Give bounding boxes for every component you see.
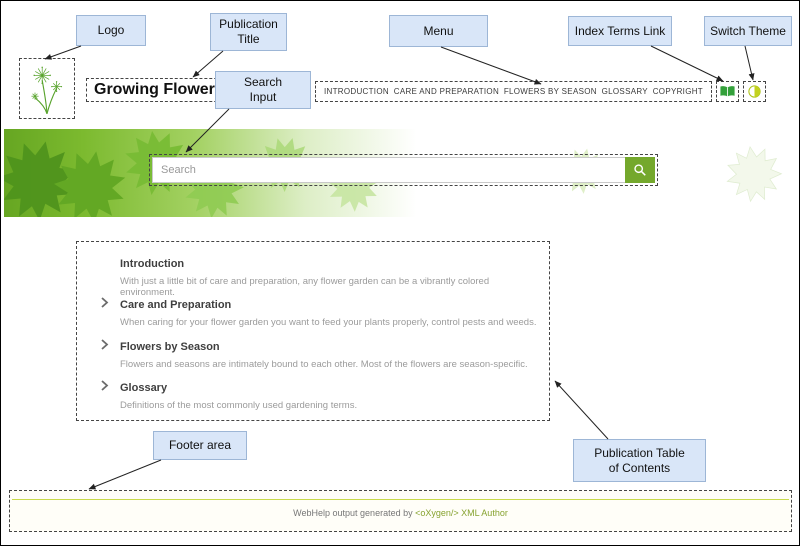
search-input[interactable]	[152, 157, 625, 183]
chevron-right-icon[interactable]	[100, 295, 112, 308]
annotation-switch-theme: Switch Theme	[704, 16, 792, 46]
annotation-logo: Logo	[76, 15, 146, 46]
annotation-menu: Menu	[389, 15, 488, 47]
chevron-right-icon[interactable]	[100, 337, 112, 350]
toc-link-introduction[interactable]: Introduction	[120, 258, 185, 270]
toc-desc: With just a little bit of care and prepa…	[120, 276, 490, 299]
menu-item-glossary[interactable]: GLOSSARY	[601, 87, 648, 96]
footer-generated-by: WebHelp output generated by	[293, 508, 416, 518]
publication-title: Growing Flowers	[86, 78, 232, 102]
theme-toggle-icon	[748, 85, 761, 98]
index-terms-link[interactable]	[716, 81, 739, 102]
annotation-publication-title: Publication Title	[210, 13, 287, 51]
search-button[interactable]	[625, 157, 655, 183]
toc-desc: Flowers and seasons are intimately bound…	[120, 359, 528, 370]
footer-text: WebHelp output generated by <oXygen/> XM…	[10, 508, 791, 518]
toc-link-glossary[interactable]: Glossary	[120, 382, 168, 394]
footer-divider	[12, 499, 789, 500]
toc-link-care-and-preparation[interactable]: Care and Preparation	[120, 299, 232, 311]
annotation-search-input: Search Input	[215, 71, 311, 109]
toc-item-glossary: Glossary Definitions of the most commonl…	[101, 378, 537, 411]
annotation-footer-area: Footer area	[153, 431, 247, 460]
chevron-right-icon[interactable]	[100, 378, 112, 391]
menu-item-flowers-by-season[interactable]: FLOWERS BY SEASON	[503, 87, 597, 96]
annotation-publication-toc: Publication Table of Contents	[573, 439, 706, 482]
toc-link-flowers-by-season[interactable]: Flowers by Season	[120, 341, 220, 353]
dandelion-logo-icon	[31, 66, 63, 114]
book-icon	[720, 86, 735, 97]
toc-desc: When caring for your flower garden you w…	[120, 317, 537, 328]
footer: WebHelp output generated by <oXygen/> XM…	[9, 490, 792, 532]
publication-toc: Introduction With just a little bit of c…	[76, 241, 550, 421]
toc-item-introduction: Introduction With just a little bit of c…	[120, 254, 537, 299]
annotation-index-terms-link: Index Terms Link	[568, 16, 672, 46]
toc-item-flowers-by-season: Flowers by Season Flowers and seasons ar…	[101, 337, 537, 370]
toc-item-care-and-preparation: Care and Preparation When caring for you…	[101, 295, 537, 328]
oxygen-link[interactable]: <oXygen/> XML Author	[415, 508, 508, 518]
menu-item-introduction[interactable]: INTRODUCTION	[324, 87, 389, 96]
switch-theme-button[interactable]	[743, 81, 766, 102]
main-menu: INTRODUCTION CARE AND PREPARATION FLOWER…	[315, 81, 712, 102]
magnifier-icon	[634, 164, 646, 176]
logo[interactable]	[19, 58, 75, 119]
search-area	[149, 154, 658, 186]
menu-item-copyright[interactable]: COPYRIGHT	[652, 87, 703, 96]
toc-desc: Definitions of the most commonly used ga…	[120, 400, 358, 411]
menu-item-care-and-preparation[interactable]: CARE AND PREPARATION	[393, 87, 500, 96]
